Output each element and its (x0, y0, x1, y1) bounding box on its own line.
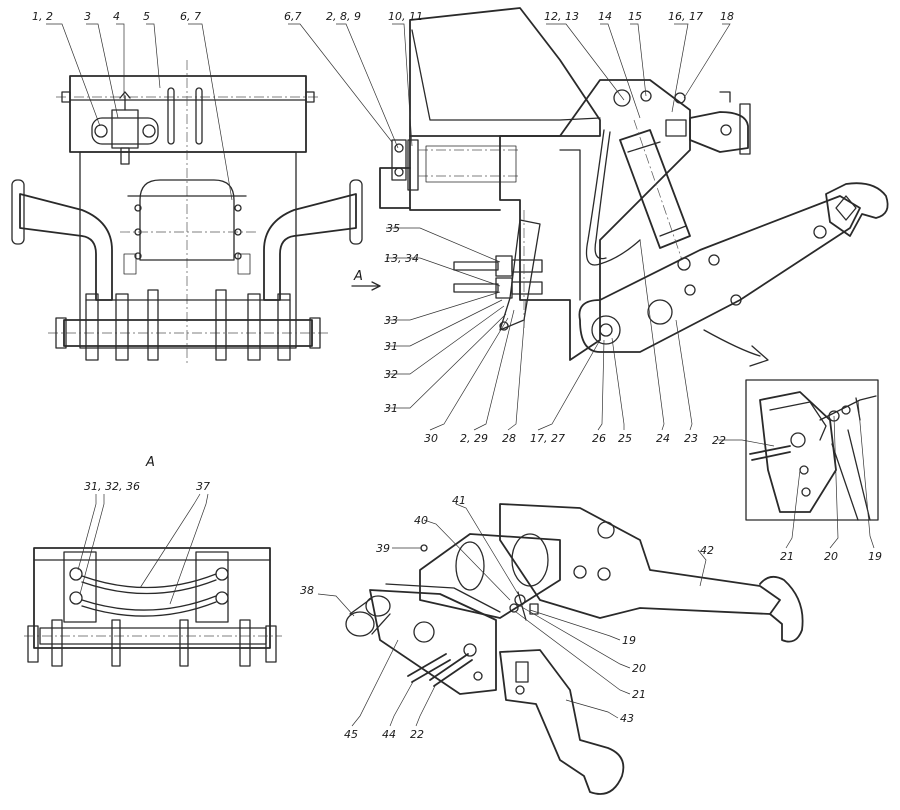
callout-20-exploded: 20 (632, 662, 646, 675)
callout-20-inset: 20 (824, 550, 838, 563)
callout-16-17: 16, 17 (668, 10, 703, 23)
callout-13-34: 13, 34 (384, 252, 419, 265)
callout-32: 32 (384, 368, 398, 381)
callout-23: 23 (684, 432, 698, 445)
callout-30: 30 (424, 432, 438, 445)
callout-43: 43 (620, 712, 634, 725)
callout-40: 40 (414, 514, 428, 527)
callout-1-2: 1, 2 (32, 10, 53, 23)
callout-21-exploded: 21 (632, 688, 646, 701)
callout-14: 14 (598, 10, 612, 23)
callout-3: 3 (84, 10, 91, 23)
callout-33: 33 (384, 314, 398, 327)
callout-28: 28 (502, 432, 516, 445)
section-view-a (24, 547, 282, 667)
exploded-view (345, 503, 804, 795)
callout-15: 15 (628, 10, 642, 23)
callout-25: 25 (618, 432, 632, 445)
callout-26: 26 (592, 432, 606, 445)
callout-12-13: 12, 13 (544, 10, 579, 23)
callout-31-32-36: 31, 32, 36 (84, 480, 140, 493)
callout-38: 38 (300, 584, 314, 597)
callout-35: 35 (386, 222, 400, 235)
callout-31-a: 31 (384, 340, 398, 353)
callout-24: 24 (656, 432, 670, 445)
side-view (351, 7, 889, 367)
front-view (11, 60, 363, 365)
callout-31-b: 31 (384, 402, 398, 415)
callout-5: 5 (143, 10, 150, 23)
callout-21-inset: 21 (780, 550, 794, 563)
view-arrow-label: А (353, 269, 363, 284)
callout-18: 18 (720, 10, 734, 23)
callout-39: 39 (376, 542, 390, 555)
callout-37: 37 (196, 480, 210, 493)
leader-lines (46, 23, 875, 727)
callout-41: 41 (452, 494, 466, 507)
callout-6-7-front: 6, 7 (180, 10, 201, 23)
callout-22-exploded: 22 (410, 728, 424, 741)
callout-19-exploded: 19 (622, 634, 636, 647)
callout-17-27: 17, 27 (530, 432, 565, 445)
callout-22-inset: 22 (712, 434, 726, 447)
callout-2-29: 2, 29 (460, 432, 488, 445)
callout-2-8-9: 2, 8, 9 (326, 10, 361, 23)
callout-6-7-side: 6,7 (284, 10, 302, 23)
callout-4: 4 (113, 10, 120, 23)
callout-19-inset: 19 (868, 550, 882, 563)
section-view-title: А (145, 455, 155, 470)
callout-labels: 1, 2 3 4 5 6, 7 6,7 2, 8, 9 10, 11 12, 1… (32, 10, 882, 741)
callout-10-11: 10, 11 (388, 10, 423, 23)
callout-45: 45 (344, 728, 358, 741)
callout-44: 44 (382, 728, 396, 741)
callout-42: 42 (700, 544, 714, 557)
